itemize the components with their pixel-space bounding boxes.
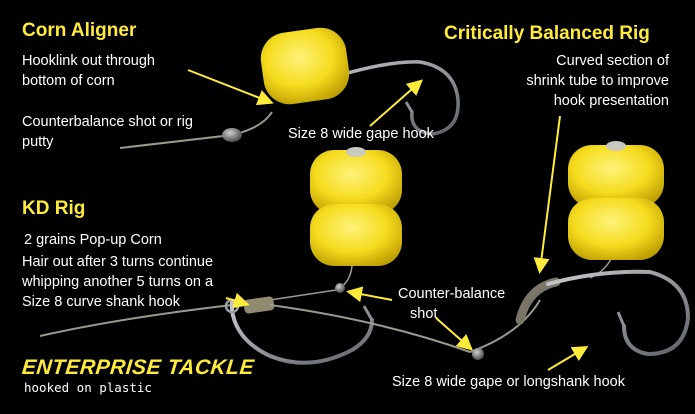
critically-balanced-note-1: Curved section of (556, 53, 669, 69)
arrow-counter-balance-2 (435, 317, 473, 351)
kd-rig (39, 147, 471, 365)
corn-aligner-shot (222, 128, 242, 142)
corn-aligner-title: Corn Aligner (22, 20, 137, 41)
corn-aligner-hook (298, 60, 460, 136)
cb-corn-bottom (568, 198, 664, 260)
kd-hooklink (269, 304, 471, 353)
kd-corn-top (310, 150, 402, 214)
corn-aligner-rig (119, 27, 460, 149)
arrow-counter-balance-1 (346, 286, 393, 303)
cb-shot (472, 348, 484, 360)
hook-bottom-label: Size 8 wide gape or longshank hook (392, 374, 625, 390)
critically-balanced-note-3: hook presentation (553, 93, 669, 109)
arrow-shrink-tube (533, 115, 561, 274)
counter-balance-label-1: Counter-balance (398, 286, 506, 302)
corn-aligner-counterbalance-1: Counterbalance shot or rig (22, 114, 193, 130)
kd-rig-title: KD Rig (22, 198, 86, 219)
cb-shrink-tube (515, 277, 561, 325)
critically-balanced-rig (469, 141, 691, 360)
brand-logo: ENTERPRISE TACKLE (20, 356, 256, 379)
arrow-whipping (225, 292, 250, 309)
corn-aligner-hook-label: Size 8 wide gape hook (288, 126, 434, 142)
corn-aligner-note-1: Hooklink out through (22, 53, 155, 69)
pointer-arrows (187, 69, 589, 371)
brand-tagline: hooked on plastic (24, 380, 152, 395)
kd-corn-bottom (310, 204, 402, 266)
critically-balanced-title: Critically Balanced Rig (444, 23, 650, 44)
arrow-hooklink (187, 69, 274, 106)
arrow-hook-bottom (547, 345, 589, 371)
corn-aligner-counterbalance-2: putty (22, 134, 54, 150)
kd-rig-hair-3: Size 8 curve shank hook (22, 294, 180, 310)
corn-aligner-corn (260, 27, 350, 105)
corn-aligner-note-2: bottom of corn (22, 73, 115, 89)
counter-balance-label-2: shot (410, 306, 438, 322)
cb-hook (546, 269, 691, 357)
kd-rig-hair-2: whipping another 5 turns on a (22, 274, 214, 290)
cb-corn-top (568, 145, 664, 207)
kd-hair-stop (335, 283, 345, 293)
kd-rig-hair-1: Hair out after 3 turns continue (22, 254, 214, 270)
kd-mainline (39, 304, 233, 337)
kd-rig-grains: 2 grains Pop-up Corn (24, 232, 162, 248)
kd-hook (230, 300, 374, 365)
arrow-hook-top (369, 79, 424, 127)
kd-whipping (243, 296, 275, 314)
critically-balanced-note-2: shrink tube to improve (526, 73, 669, 89)
